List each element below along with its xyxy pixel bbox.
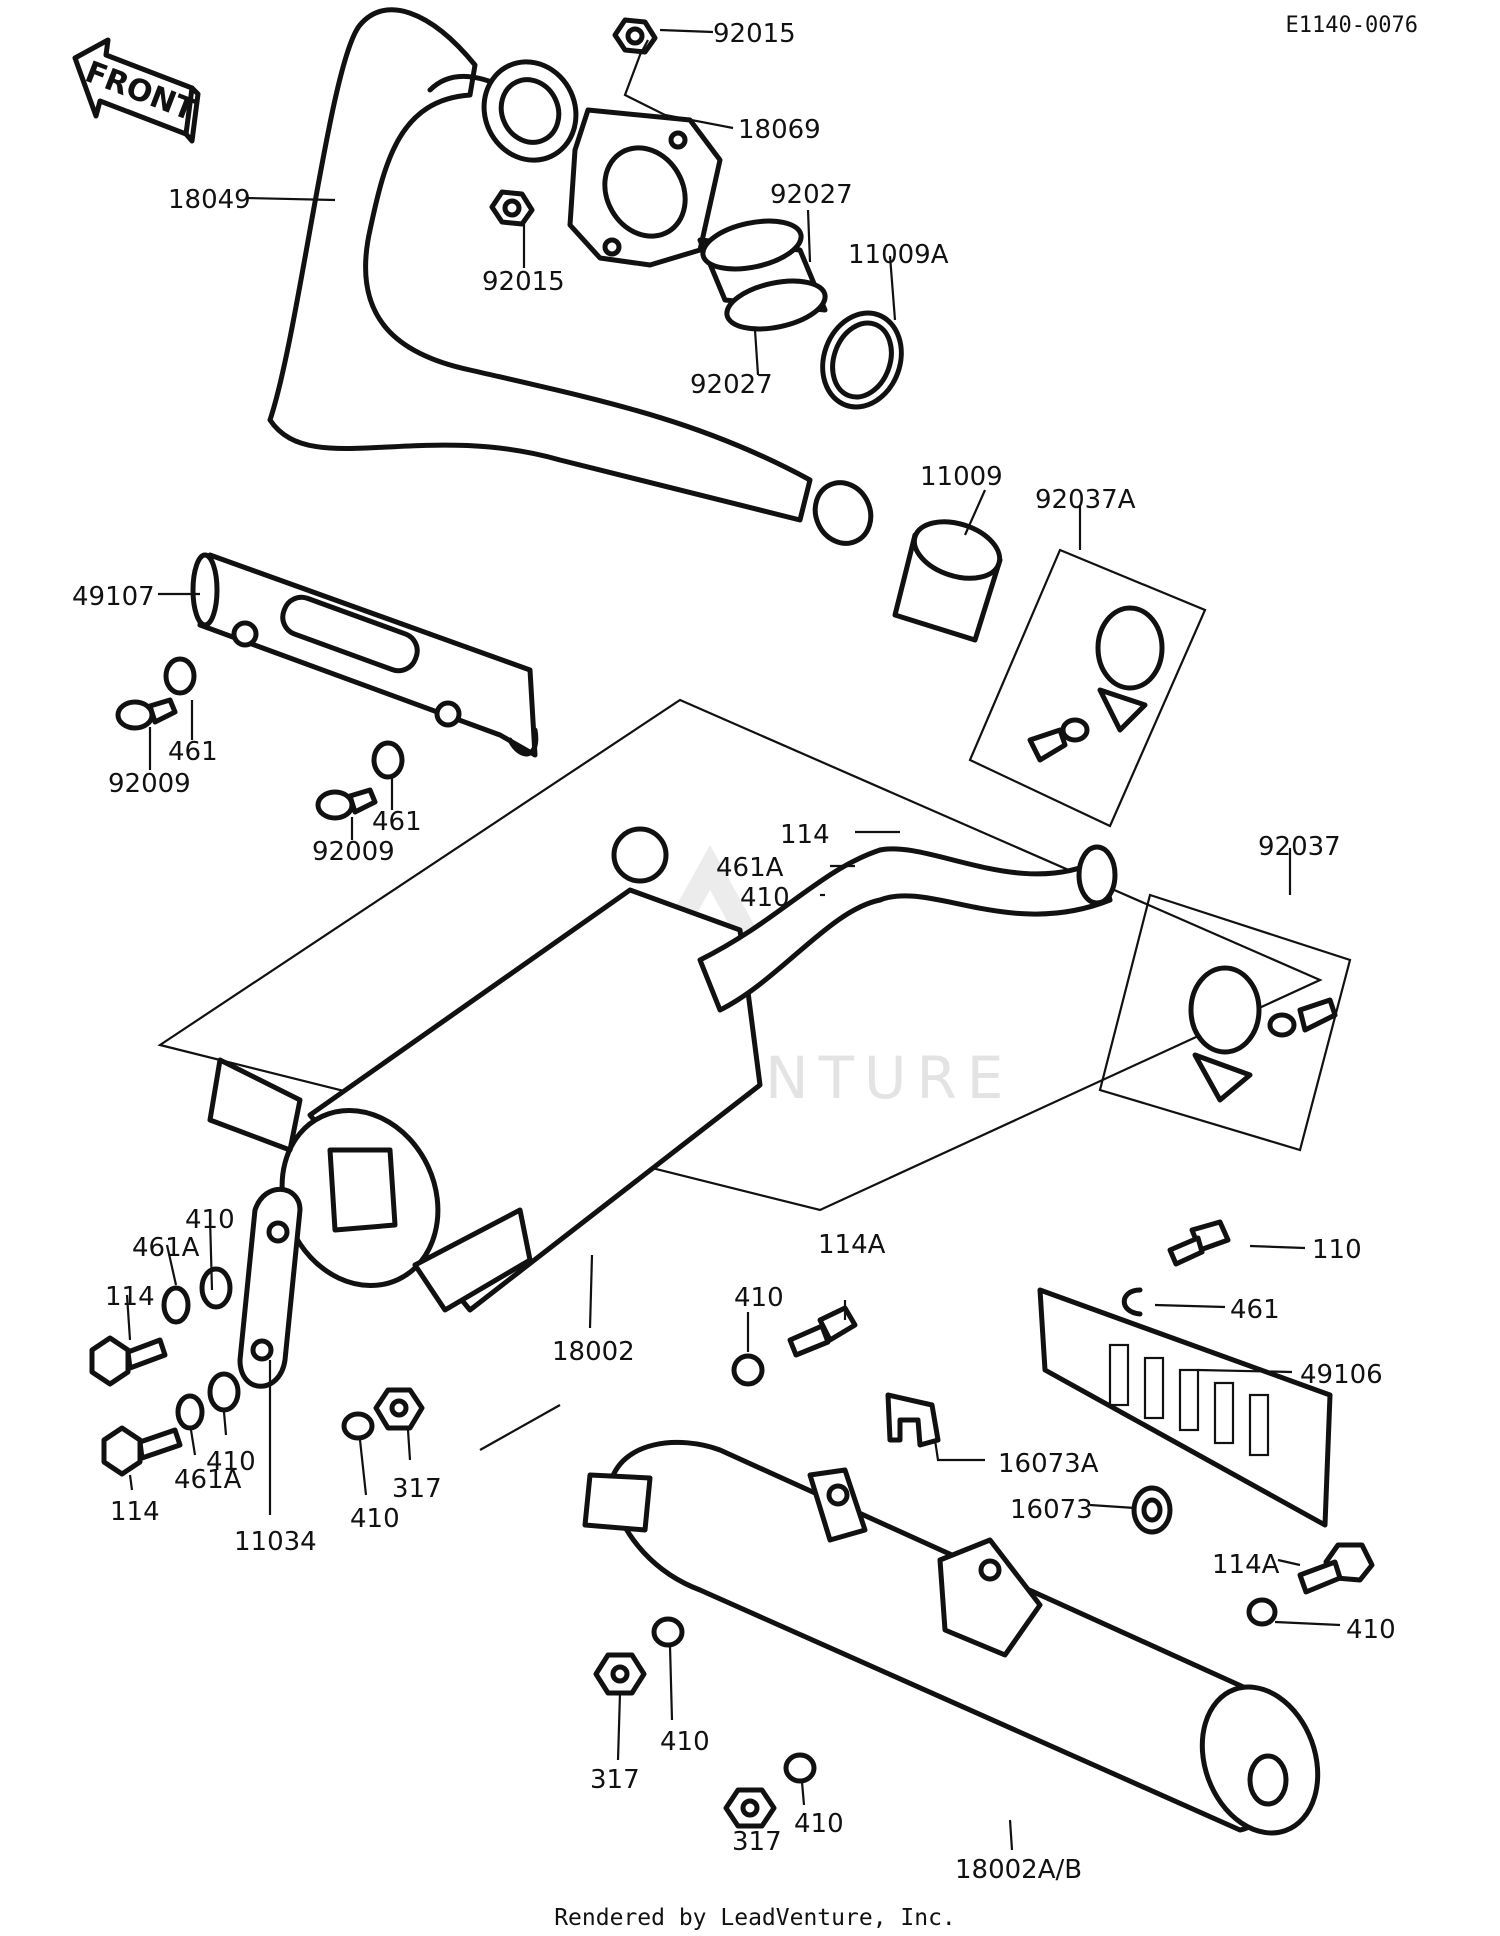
callout-92009-left: 92009 xyxy=(108,769,191,799)
callout-92037A: 92037A xyxy=(1035,485,1136,515)
muffler-rear xyxy=(479,1404,1321,1836)
callout-92009-right: 92009 xyxy=(312,837,395,867)
callout-18002AB: 18002A/B xyxy=(955,1855,1082,1885)
washer-461-right xyxy=(1121,1287,1143,1317)
callout-110: 110 xyxy=(1312,1235,1362,1265)
callout-114-top: 114 xyxy=(780,820,830,850)
callout-461A-left: 461A xyxy=(132,1233,200,1263)
exhaust-gasket xyxy=(697,218,828,332)
exhaust-flange xyxy=(567,107,723,268)
bolt-upper-left xyxy=(89,1335,168,1387)
callout-114-left-low: 114 xyxy=(110,1497,160,1527)
bolt-114A-mid xyxy=(787,1305,858,1358)
callout-410-mid: 410 xyxy=(734,1283,784,1313)
callout-18069: 18069 xyxy=(738,115,821,145)
callout-410-left-low: 410 xyxy=(206,1447,256,1477)
callout-16073: 16073 xyxy=(1010,1495,1093,1525)
callout-18049: 18049 xyxy=(168,185,251,215)
mounting-bracket xyxy=(237,1186,303,1389)
callout-92015-lower: 92015 xyxy=(482,267,565,297)
callout-410-rear-left: 410 xyxy=(660,1727,710,1757)
washer-410-mid xyxy=(731,1353,765,1387)
callout-92027-lower: 92027 xyxy=(690,370,773,400)
callout-114A-right: 114A xyxy=(1212,1550,1280,1580)
clamp-upper-group xyxy=(968,548,1207,828)
callout-11009: 11009 xyxy=(920,462,1003,492)
callout-11034: 11034 xyxy=(234,1527,317,1557)
callout-18002: 18002 xyxy=(552,1337,635,1367)
callout-labels: 92015 18069 18049 92027 11009A 92015 920… xyxy=(72,19,1396,1885)
washer-left xyxy=(163,656,197,696)
nut-upper xyxy=(612,17,658,55)
callout-461-lower: 461 xyxy=(1230,1295,1280,1325)
callout-461-left: 461 xyxy=(168,737,218,767)
nut-lower xyxy=(489,189,535,227)
washer-right xyxy=(371,740,405,780)
slip-joint-gasket xyxy=(892,519,1003,643)
callout-92027-top: 92027 xyxy=(770,180,853,210)
screw-left xyxy=(115,697,178,731)
nut-bracket xyxy=(373,1387,425,1431)
callout-317-bracket: 317 xyxy=(392,1474,442,1504)
bolt-lower-left xyxy=(101,1425,183,1477)
clamp-lower-group xyxy=(1098,893,1352,1152)
callout-461A-left-low: 461A xyxy=(174,1465,242,1495)
grommet-16073 xyxy=(1131,1485,1173,1535)
callout-11009A: 11009A xyxy=(848,240,949,270)
washers-left-stack xyxy=(161,1266,375,1441)
callout-410-top: 410 xyxy=(740,883,790,913)
callout-410-right: 410 xyxy=(1346,1615,1396,1645)
callout-114A-mid: 114A xyxy=(818,1230,886,1260)
gasket-ring xyxy=(820,310,904,410)
heat-shield-upper xyxy=(190,552,539,758)
leader-lines xyxy=(125,28,1341,1851)
bolt-110 xyxy=(1167,1219,1231,1267)
screw-right xyxy=(315,787,378,821)
clip-16073A xyxy=(885,1392,941,1448)
front-arrow-icon: FRONT xyxy=(72,37,201,144)
diagram-code: E1140-0076 xyxy=(1286,13,1418,38)
callout-317-rear-left: 317 xyxy=(590,1765,640,1795)
callout-461A-top: 461A xyxy=(716,853,784,883)
muffler-front xyxy=(157,698,1323,1313)
callout-92015-top: 92015 xyxy=(713,19,796,49)
callout-114-left: 114 xyxy=(105,1282,155,1312)
callout-410-bracket: 410 xyxy=(350,1504,400,1534)
callout-49107: 49107 xyxy=(72,582,155,612)
hardware-rear-muffler xyxy=(593,1542,1375,1829)
footer-credit: Rendered by LeadVenture, Inc. xyxy=(554,1905,956,1931)
header-pipe xyxy=(267,7,874,546)
callout-317-rear-right: 317 xyxy=(732,1827,782,1857)
callout-92037: 92037 xyxy=(1258,832,1341,862)
callout-461-right: 461 xyxy=(372,807,422,837)
callout-410-rear-right: 410 xyxy=(794,1809,844,1839)
callout-49106: 49106 xyxy=(1300,1360,1383,1390)
callout-16073A: 16073A xyxy=(998,1449,1099,1479)
heat-shield-lower xyxy=(1037,1287,1333,1528)
callout-410-left: 410 xyxy=(185,1205,235,1235)
